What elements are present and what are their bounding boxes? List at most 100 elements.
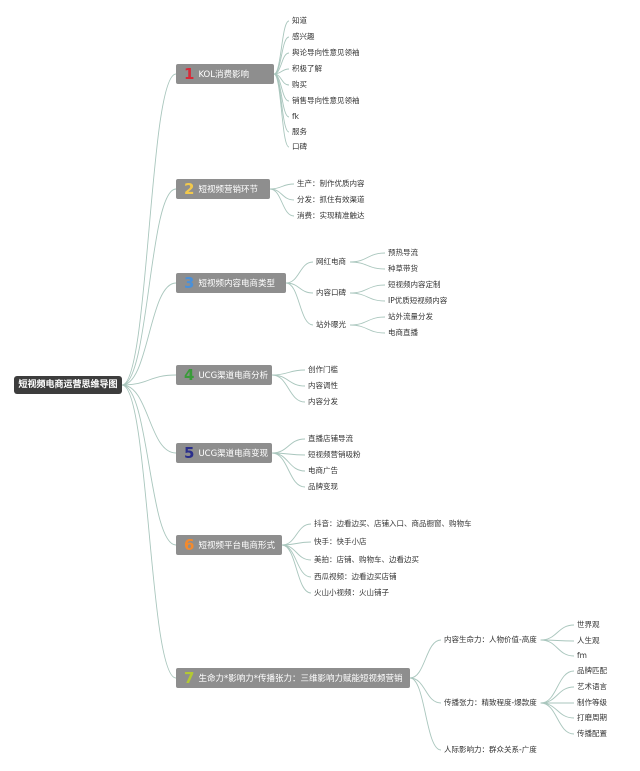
leaf-node[interactable]: 抖音：边看边买、店铺入口、商品橱窗、购物车 [314, 519, 472, 528]
leaf-node[interactable]: 知道 [292, 16, 307, 25]
connector-line [269, 183, 295, 190]
leaf-node[interactable]: 内容分发 [308, 397, 338, 406]
leaf-node[interactable]: 感兴趣 [292, 32, 315, 41]
connector-line [273, 36, 290, 75]
sub-branch-node[interactable]: 内容生命力：人物价值-高度 [444, 635, 537, 644]
leaf-node[interactable]: 舆论导向性意见领袖 [292, 48, 360, 57]
connector-line [273, 52, 290, 75]
sub-branch-node[interactable]: 网红电商 [316, 257, 346, 266]
leaf-node[interactable]: 短视频内容定制 [388, 280, 441, 289]
leaf-node[interactable]: 世界观 [577, 620, 600, 629]
connector-line [349, 284, 386, 294]
root-node[interactable]: 短视频电商运营思维导图 [14, 376, 122, 394]
leaf-node[interactable]: 艺术语言 [577, 682, 607, 691]
leaf-node[interactable]: 短视频营销吸粉 [308, 450, 361, 459]
leaf-node[interactable]: 西瓜视频：边看边买店铺 [314, 572, 397, 581]
leaf-node[interactable]: 种草带货 [388, 264, 418, 273]
branch-label: UCG渠道电商变现 [198, 449, 269, 459]
branch-number: 1 [184, 65, 195, 83]
connector-line [269, 188, 295, 201]
leaf-node[interactable]: 创作门槛 [308, 365, 338, 374]
leaf-node[interactable]: 火山小视频：火山铺子 [314, 588, 389, 597]
branch-label: 生命力*影响力*传播张力：三维影响力赋能短视频营销 [198, 674, 403, 684]
leaf-node[interactable]: 站外流量分发 [388, 312, 433, 321]
leaf-node[interactable]: fm [577, 651, 587, 660]
connector-line [540, 639, 575, 657]
connector-line [349, 261, 386, 270]
branch-number: 7 [184, 669, 195, 687]
leaf-node[interactable]: 内容调性 [308, 381, 338, 390]
leaf-node[interactable]: 销售导向性意见领袖 [292, 96, 360, 105]
branch-label: 短视频平台电商形式 [198, 541, 275, 551]
leaf-node[interactable]: 品牌匹配 [577, 666, 607, 675]
connector-line [540, 624, 575, 641]
connector-line [349, 316, 386, 326]
leaf-node[interactable]: 生产：制作优质内容 [297, 179, 365, 188]
connector-line [271, 452, 306, 472]
leaf-node[interactable]: 服务 [292, 127, 307, 136]
connector-line [409, 677, 442, 751]
connector-line [285, 282, 314, 326]
sub-branch-node[interactable]: 站外曝光 [316, 320, 346, 329]
connector-line [281, 544, 312, 594]
sub-branch-node[interactable]: 内容口碑 [316, 288, 346, 297]
sub-branch-node[interactable]: 传播张力：精致程度-爆款度 [444, 698, 537, 707]
leaf-node[interactable]: 品牌变现 [308, 482, 338, 491]
leaf-node[interactable]: 直播店铺导流 [308, 434, 353, 443]
sub-branch-node[interactable]: 人际影响力：群众关系-广度 [444, 745, 537, 754]
leaf-node[interactable]: 购买 [292, 80, 307, 89]
leaf-node[interactable]: 预热导流 [388, 248, 418, 257]
connector-line [121, 188, 177, 386]
branch-number: 2 [184, 180, 195, 198]
connector-line [349, 292, 386, 302]
connector-line [349, 324, 386, 334]
connector-line [540, 702, 575, 719]
connector-line [121, 384, 177, 546]
connector-line [281, 541, 312, 546]
leaf-node[interactable]: 积极了解 [292, 64, 322, 73]
branch-number: 4 [184, 366, 195, 384]
connector-line [271, 374, 306, 387]
branch-number: 5 [184, 444, 195, 462]
connector-line [121, 374, 177, 386]
leaf-node[interactable]: 分发：抓住有效渠道 [297, 195, 365, 204]
leaf-node[interactable]: IP优质短视频内容 [388, 296, 448, 305]
connector-line [540, 686, 575, 704]
connector-line [121, 282, 177, 386]
connector-line [271, 369, 306, 376]
connector-line [269, 188, 295, 217]
leaf-node[interactable]: 电商广告 [308, 466, 338, 475]
connector-line [271, 374, 306, 403]
leaf-node[interactable]: fk [292, 112, 299, 121]
leaf-node[interactable]: 美拍：店铺、购物车、边看边买 [314, 555, 419, 564]
connector-line [285, 261, 314, 284]
connector-line [273, 73, 290, 133]
connector-line [409, 639, 442, 679]
branch-label: KOL消费影响 [198, 70, 249, 80]
leaf-node[interactable]: 人生观 [577, 636, 600, 645]
leaf-node[interactable]: 消费：实现精准触达 [297, 211, 365, 220]
branch-number: 6 [184, 536, 195, 554]
leaf-node[interactable]: 电商直播 [388, 328, 418, 337]
connector-line [273, 73, 290, 148]
leaf-node[interactable]: 快手：快手小店 [314, 537, 367, 546]
connector-line [409, 677, 442, 704]
branch-label: 短视频内容电商类型 [198, 279, 275, 289]
leaf-node[interactable]: 传播配置 [577, 729, 607, 738]
connector-line [121, 384, 177, 454]
connector-line [281, 523, 312, 546]
leaf-node[interactable]: 打磨周期 [577, 713, 607, 722]
leaf-node[interactable]: 制作等级 [577, 698, 607, 707]
connector-line [540, 670, 575, 704]
leaf-node[interactable]: 口碑 [292, 142, 307, 151]
connector-line [540, 702, 575, 735]
connector-line [121, 73, 177, 386]
